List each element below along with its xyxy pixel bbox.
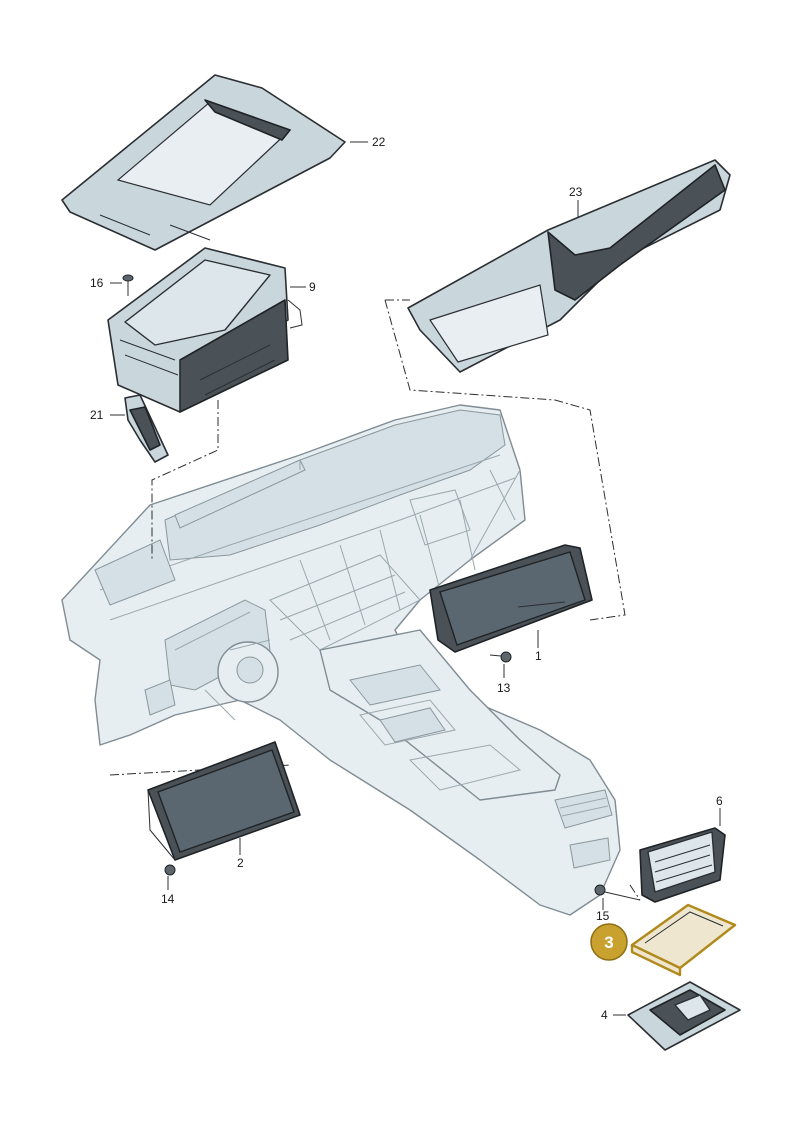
part-23-display-trim [407, 159, 731, 373]
callout-9: 9 [309, 280, 316, 294]
part-2-cluster-display [147, 741, 301, 861]
callout-4: 4 [601, 1008, 608, 1022]
callout-2: 2 [237, 856, 244, 870]
callout-1: 1 [535, 649, 542, 663]
callout-6: 6 [716, 794, 723, 808]
callout-22: 22 [372, 135, 386, 149]
leader-lines [110, 141, 721, 1016]
callout-13: 13 [497, 681, 511, 695]
callout-23: 23 [569, 185, 583, 199]
part-3-badge[interactable]: 3 [590, 923, 628, 961]
callout-15: 15 [596, 909, 610, 923]
callout-16: 16 [90, 276, 104, 290]
part-3-highlighted-pad[interactable] [630, 903, 737, 977]
callout-14: 14 [161, 892, 175, 906]
badge-label: 3 [604, 933, 613, 952]
dashboard-assembly [61, 404, 621, 916]
callout-labels: 22 23 9 16 21 1 13 2 14 6 15 4 [90, 135, 723, 1022]
part-13-screw [489, 651, 512, 663]
part-1-center-display [429, 544, 593, 653]
part-22-trim-cover [61, 74, 346, 251]
part-16-screw [122, 274, 134, 296]
part-14-screw [164, 864, 176, 876]
callout-21: 21 [90, 408, 104, 422]
part-9-control-unit [107, 247, 303, 413]
part-15-screw [594, 884, 641, 901]
part-21-bracket [124, 394, 169, 463]
part-4-tray [627, 981, 741, 1051]
part-6-climate-panel [639, 827, 726, 903]
